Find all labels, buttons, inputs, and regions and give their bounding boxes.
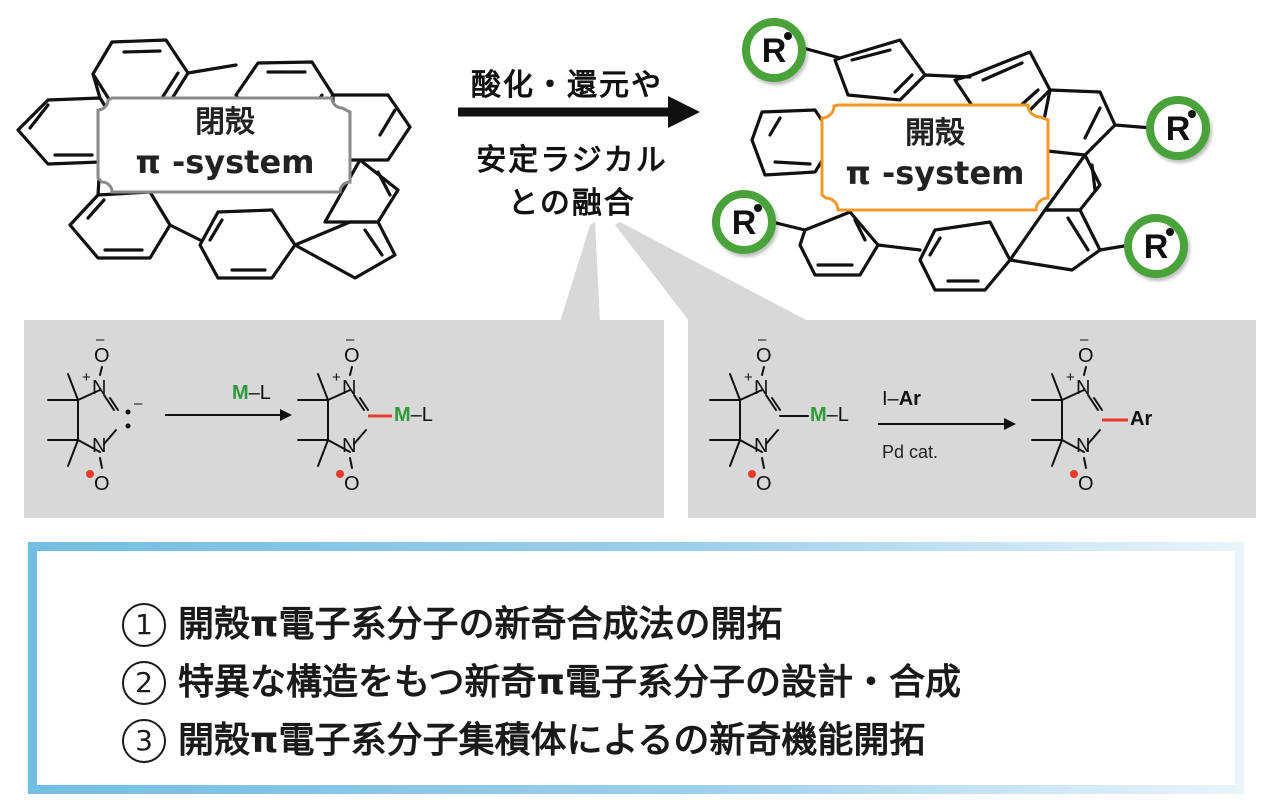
charge-plus: + xyxy=(82,369,91,386)
arrow-condition-bottom-1: 安定ラジカル xyxy=(476,143,668,178)
atom-n: N xyxy=(754,435,768,457)
scheme-panel-left-ext xyxy=(464,320,664,518)
scheme-left-reagent: M–L xyxy=(232,382,271,405)
metalated-start-structure: N + O – N O xyxy=(709,331,809,495)
radical-dot-icon xyxy=(1070,470,1078,478)
radical-dot-icon xyxy=(748,470,756,478)
radical-substituent-1: R xyxy=(742,18,806,82)
goal-text: 開殻π電子系分子の新奇合成法の開拓 xyxy=(178,604,783,645)
atom-n: N xyxy=(92,435,106,457)
radical-dot-icon xyxy=(86,470,94,478)
scheme-panel-right xyxy=(688,320,1256,518)
scheme-right-product-suffix: Ar xyxy=(1130,408,1153,430)
atom-n-plus: N xyxy=(342,377,356,399)
goal-text: 特異な構造をもつ新奇π電子系分子の設計・合成 xyxy=(178,662,962,703)
reagent-metal: M xyxy=(232,382,249,404)
radical-dot-icon xyxy=(1166,228,1174,236)
reaction-arrow-head xyxy=(668,96,700,128)
radical-dot-icon xyxy=(754,204,762,212)
arrow-condition-top: 酸化・還元や xyxy=(471,68,663,103)
reagent-iodide: I– xyxy=(882,388,899,410)
goal-item-3: 3 開殻π電子系分子集積体によるの新奇機能開拓 xyxy=(122,712,961,770)
scheme-left-arrowhead xyxy=(280,409,292,421)
goal-number-badge: 3 xyxy=(122,719,166,763)
lone-pair-dot xyxy=(125,423,131,429)
open-shell-molecule: 開殻 π -system xyxy=(700,0,1280,300)
open-shell-label-line1: 開殻 xyxy=(905,116,965,151)
closed-shell-label-line2: π -system xyxy=(135,142,315,181)
goal-number-badge: 2 xyxy=(122,661,166,705)
atom-o-radical: O xyxy=(344,473,360,495)
atom-o-radical: O xyxy=(1078,473,1094,495)
charge-minus: – xyxy=(1080,331,1089,348)
carbene-charge-minus: – xyxy=(134,395,143,412)
scheme-right-start-suffix: M–L xyxy=(810,404,849,427)
radical-label: R xyxy=(1165,110,1191,148)
radical-dot-icon xyxy=(1188,110,1196,118)
atom-o-minus: O xyxy=(756,345,772,367)
callout-wedge-left xyxy=(560,222,600,322)
arylated-product-structure: N + O – N O xyxy=(1031,331,1128,495)
product-ligand: –L xyxy=(410,404,433,426)
charge-minus: – xyxy=(96,331,105,348)
atom-n-plus: N xyxy=(92,377,106,399)
scheme-left-product-suffix: M–L xyxy=(394,404,433,427)
charge-minus: – xyxy=(346,331,355,348)
atom-n: N xyxy=(342,435,356,457)
atom-n-plus: N xyxy=(1076,377,1090,399)
scheme-right-reagent-top: I–Ar xyxy=(882,388,921,411)
closed-shell-molecule: 閉殻 π -system xyxy=(0,0,430,300)
radical-dot-icon xyxy=(336,470,344,478)
nitronyl-carbene-structure: N + O – N O – xyxy=(47,331,143,495)
closed-shell-label-frame xyxy=(96,96,352,194)
radical-label: R xyxy=(731,204,757,242)
radical-substituent-3: R xyxy=(712,190,776,254)
open-shell-label-frame xyxy=(820,103,1050,212)
goal-number-badge: 1 xyxy=(122,603,166,647)
reagent-ligand: –L xyxy=(248,382,271,404)
atom-o-minus: O xyxy=(94,345,110,367)
metalated-product-structure: N + O – N O xyxy=(297,331,392,495)
charge-plus: + xyxy=(332,369,341,386)
scheme-panel-left xyxy=(24,320,464,518)
atom-o-minus: O xyxy=(344,345,360,367)
product-metal: M xyxy=(394,404,411,426)
radical-substituent-2: R xyxy=(1146,96,1210,160)
charge-minus: – xyxy=(758,331,767,348)
callout-wedge-right xyxy=(615,222,810,322)
reagent-aryl: Ar xyxy=(898,388,921,410)
atom-n-plus: N xyxy=(754,377,768,399)
research-goals-box: 1 開殻π電子系分子の新奇合成法の開拓 2 特異な構造をもつ新奇π電子系分子の設計・… xyxy=(28,542,1244,794)
start-metal: M xyxy=(810,404,827,426)
scheme-right-arrowhead xyxy=(1004,418,1016,430)
atom-o-minus: O xyxy=(1078,345,1094,367)
atom-o-radical: O xyxy=(94,473,110,495)
atom-o-radical: O xyxy=(756,473,772,495)
closed-shell-label-line1: 閉殻 xyxy=(195,105,255,140)
start-ligand: –L xyxy=(826,404,849,426)
arrow-condition-bottom-2: との融合 xyxy=(508,186,636,221)
research-goals-list: 1 開殻π電子系分子の新奇合成法の開拓 2 特異な構造をもつ新奇π電子系分子の設計・… xyxy=(122,596,961,770)
goal-item-2: 2 特異な構造をもつ新奇π電子系分子の設計・合成 xyxy=(122,654,961,712)
radical-dot-icon xyxy=(784,32,792,40)
radical-substituent-4: R xyxy=(1124,214,1188,278)
open-shell-label-line2: π -system xyxy=(845,153,1025,192)
lone-pair-dot xyxy=(125,409,131,415)
radical-label: R xyxy=(1143,228,1169,266)
goal-item-1: 1 開殻π電子系分子の新奇合成法の開拓 xyxy=(122,596,961,654)
charge-plus: + xyxy=(1066,369,1075,386)
goal-text: 開殻π電子系分子集積体によるの新奇機能開拓 xyxy=(178,720,926,761)
charge-plus: + xyxy=(744,369,753,386)
scheme-right-reagent-bottom: Pd cat. xyxy=(882,442,939,462)
radical-label: R xyxy=(761,32,787,70)
atom-n: N xyxy=(1076,435,1090,457)
